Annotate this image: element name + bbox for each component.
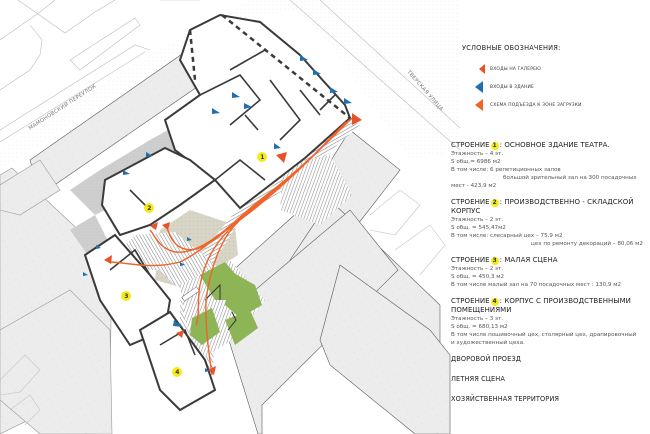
gallery-entrances	[104, 113, 362, 375]
building-entrance-icon	[344, 98, 352, 104]
blue-triangle-icon	[475, 81, 483, 93]
legend-label: СХЕМА ПОДЪЕЗДА К ЗОНЕ ЗАГРУЗКИ	[490, 103, 582, 108]
street-area	[0, 0, 460, 170]
legend-item-building-entrances: ВХОДЫ В ЗДАНИЕ	[462, 81, 650, 100]
building-entrance-icon	[212, 108, 220, 114]
city-block-outlines	[0, 0, 461, 151]
building-entrance-icon	[330, 87, 338, 93]
building-entrance-icon	[244, 103, 252, 109]
building-entrance-icon	[180, 262, 185, 266]
legend-label: ВХОДЫ В ЗДАНИЕ	[490, 85, 534, 90]
building-entrance-icon	[173, 320, 183, 327]
gallery-entrance-icon	[276, 152, 287, 163]
building-entrance-icon	[83, 272, 88, 276]
gallery-entrance-icon	[150, 222, 158, 230]
building-entrance-icon	[187, 237, 192, 241]
building-number-badge: 4	[490, 298, 499, 306]
legend-label: ВХОДЫ НА ГАЛЕРЕЮ	[490, 67, 541, 72]
gallery-entrance-icon	[104, 255, 112, 264]
building-1-marker: 1	[260, 154, 264, 161]
building-entrance-icon	[96, 245, 101, 249]
orange-route-triangle-icon	[475, 99, 483, 111]
legend-item-loading-route: СХЕМА ПОДЪЕЗДА К ЗОНЕ ЗАГРУЗКИ	[462, 99, 650, 118]
loading-route	[109, 117, 353, 376]
gallery-entrance-icon	[176, 330, 184, 338]
gallery-entrance-icon	[352, 113, 362, 125]
building-entrance-icon	[205, 368, 210, 372]
building-entrance-icon	[232, 92, 240, 98]
zone-summer-stage: ЛЕТНЯЯ СЦЕНА	[451, 375, 505, 383]
building-entrance-icon	[313, 69, 321, 75]
gallery-entrance-icon	[208, 366, 216, 375]
neighbour-outlines	[0, 189, 446, 426]
building-2-marker: 2	[147, 205, 151, 212]
interior-walls	[109, 49, 336, 356]
building-entrance-icon	[274, 143, 281, 149]
building-4-marker: 4	[175, 369, 179, 376]
building-entrance-icon	[300, 55, 308, 61]
building-1	[163, 13, 352, 210]
building-number-badge: 1	[490, 142, 499, 150]
building-3-marker: 3	[124, 293, 128, 300]
legend-item-gallery-entrances: ВХОДЫ НА ГАЛЕРЕЮ	[462, 64, 650, 82]
building-4	[138, 310, 217, 412]
building-number-badge: 2	[490, 199, 499, 207]
building-markers: 1 2 3 4	[121, 152, 267, 377]
building-number-badge: 3	[490, 257, 499, 265]
building-entrance-icon	[123, 170, 130, 175]
building-2	[100, 146, 217, 237]
gallery-entrance-icon	[162, 222, 170, 230]
legend: УСЛОВНЫЕ ОБОЗНАЧЕНИЯ: ВХОДЫ НА ГАЛЕРЕЮ В…	[462, 44, 650, 118]
building-entrance-icon	[146, 152, 153, 157]
building-entrances	[83, 55, 352, 372]
legend-title: УСЛОВНЫЕ ОБОЗНАЧЕНИЯ:	[462, 44, 561, 52]
orange-triangle-icon	[479, 64, 485, 74]
zone-courtyard-drive: ДВОРОВОЙ ПРОЕЗД	[451, 355, 521, 363]
theatre-buildings	[83, 13, 352, 412]
zone-service-area: ХОЗЯЙСТВЕННАЯ ТЕРРИТОРИЯ	[451, 395, 560, 403]
facade-dashes	[188, 14, 351, 119]
